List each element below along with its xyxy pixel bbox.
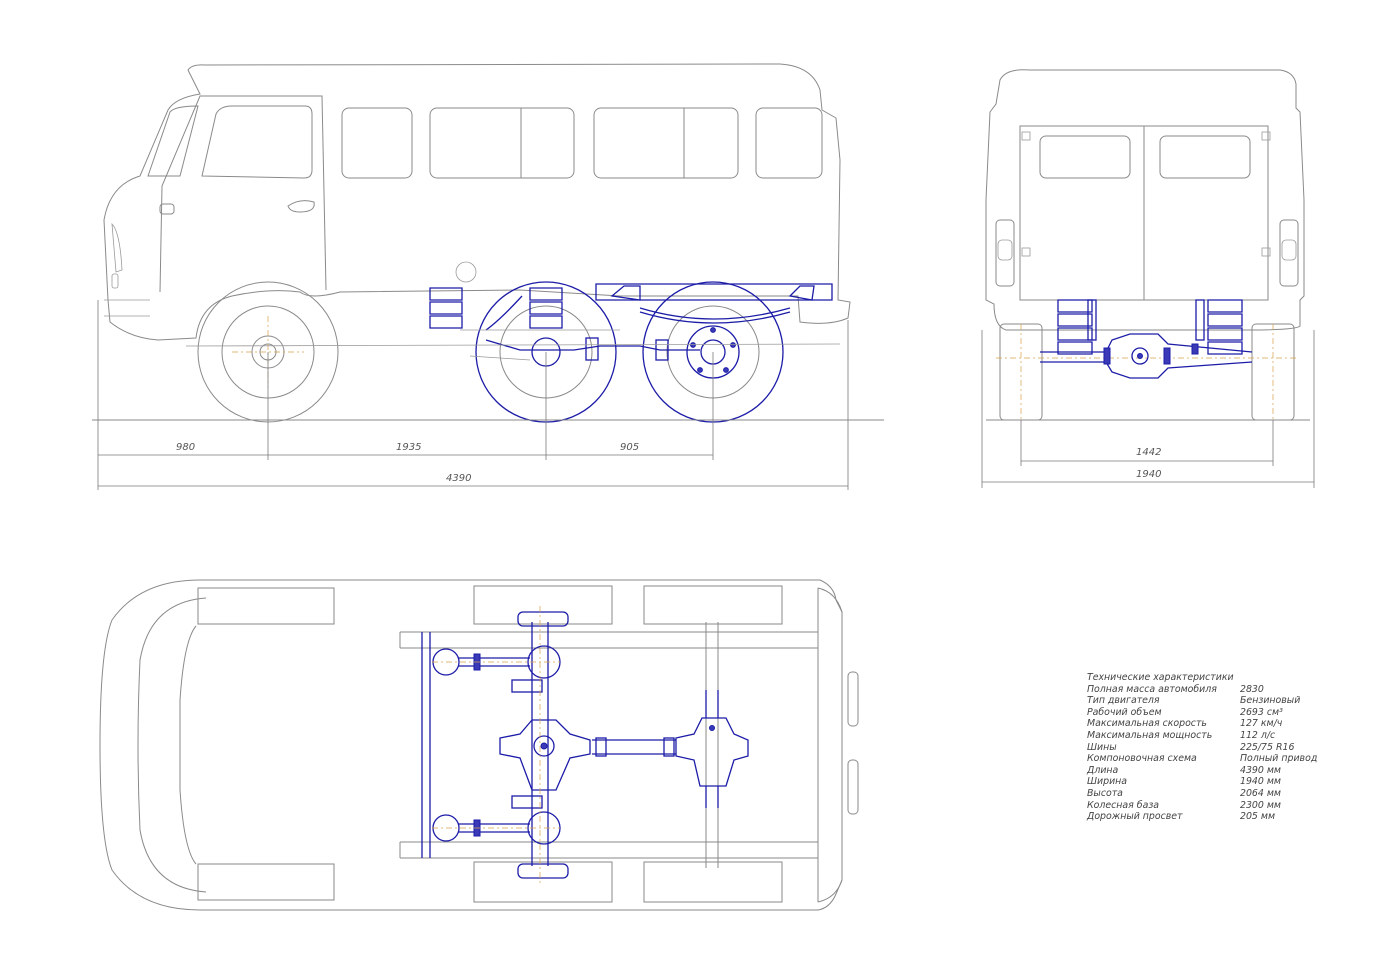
rear-door-window-right — [1159, 135, 1251, 179]
specifications-table: Технические характеристики Полная масса … — [1087, 672, 1317, 823]
top-wheel-rear-left — [643, 585, 783, 625]
rear-view — [981, 69, 1315, 488]
dim-axle-to-mid: 1935 — [396, 442, 421, 453]
top-middle-axle — [432, 611, 676, 879]
side-door-window — [201, 105, 313, 179]
rear-dimensions — [981, 330, 1315, 488]
top-frame — [399, 631, 818, 859]
rear-lamp-right — [1279, 219, 1299, 287]
specifications-title: Технические характеристики — [1087, 672, 1234, 683]
dim-overall-length: 4390 — [446, 473, 471, 484]
dim-front-to-axle: 980 — [176, 442, 195, 453]
side-view — [92, 63, 884, 490]
door-handle — [287, 200, 315, 213]
side-window-4 — [755, 107, 823, 179]
rear-axle-assembly — [1040, 299, 1253, 379]
dim-overall-width: 1940 — [1136, 469, 1161, 480]
rear-door — [1019, 125, 1269, 301]
side-window-2 — [429, 107, 575, 179]
side-rear-suspension — [429, 283, 833, 361]
side-window-1 — [341, 107, 413, 179]
top-wheel-rear-right — [643, 861, 783, 903]
rear-body-outline — [985, 69, 1305, 331]
side-window-3 — [593, 107, 739, 179]
side-cab-window — [147, 105, 199, 177]
top-body-outline — [99, 579, 843, 911]
side-door — [159, 95, 327, 293]
top-wheel-middle-right — [473, 861, 613, 903]
dim-mid-to-rear: 905 — [620, 442, 639, 453]
top-view — [99, 579, 859, 911]
top-rear-axle — [675, 690, 749, 808]
side-dimensions — [97, 300, 849, 490]
dim-track: 1442 — [1136, 447, 1161, 458]
rear-lamp-left — [995, 219, 1015, 287]
rear-door-window-left — [1039, 135, 1131, 179]
side-body-outline — [103, 63, 851, 341]
top-wheel-middle-left — [473, 585, 613, 625]
